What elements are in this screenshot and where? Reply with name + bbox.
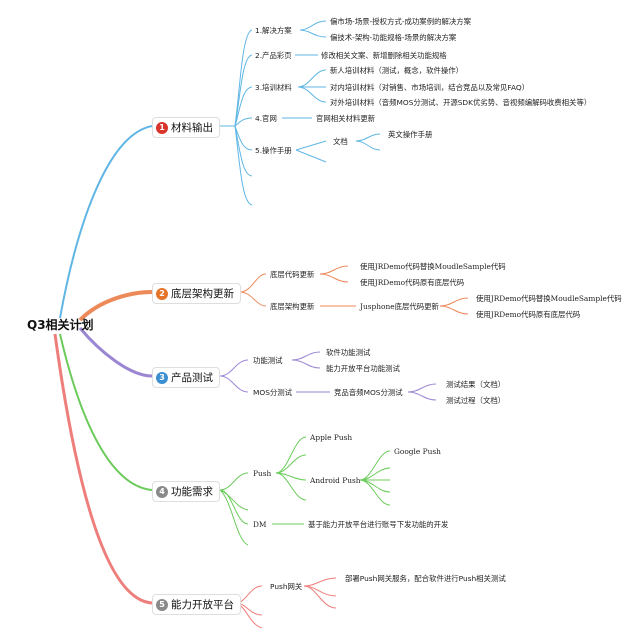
topic-base-code-original[interactable]: 使用JRDemo代码原有底层代码 xyxy=(360,278,465,287)
link-b1-1a xyxy=(299,20,327,31)
link-root-b1 xyxy=(59,125,153,319)
link-b1-2 xyxy=(234,54,253,127)
link-b2-1a xyxy=(319,265,349,275)
link-b1-5e1 xyxy=(295,149,327,163)
topic-solution-market[interactable]: 偏市场-场景-授权方式-成功案例的解决方案 xyxy=(330,17,472,26)
topic-solution[interactable]: 1.解决方案 xyxy=(255,26,292,35)
link-root-b5 xyxy=(53,333,153,605)
link-b1-5aa xyxy=(355,133,381,142)
link-b4-1a xyxy=(275,436,307,474)
branch-node-5[interactable]: 5 能力开放平台 xyxy=(152,594,241,615)
topic-base-code-replace[interactable]: 使用JRDemo代码替换MoudleSample代码 xyxy=(360,262,506,271)
link-root-b3 xyxy=(78,327,153,378)
topic-platform-test[interactable]: 能力开放平台功能测试 xyxy=(326,364,400,373)
topic-base-arch-update[interactable]: 底层架构更新 xyxy=(270,302,315,311)
branch-label-3: 产品测试 xyxy=(171,372,213,384)
topic-software-test[interactable]: 软件功能测试 xyxy=(326,348,371,357)
link-b4-1e1 xyxy=(275,454,307,474)
link-b4-1ba xyxy=(359,450,391,481)
number-badge-3: 3 xyxy=(156,371,168,384)
link-b4-1be4 xyxy=(359,479,391,506)
topic-brochure[interactable]: 2.产品彩页 xyxy=(255,51,292,60)
topic-website-update[interactable]: 官网相关材料更新 xyxy=(316,114,376,123)
topic-test-process[interactable]: 测试过程（文档） xyxy=(446,396,506,405)
link-b3-1 xyxy=(219,359,249,377)
topic-website[interactable]: 4.官网 xyxy=(255,114,277,123)
number-badge-1: 1 xyxy=(156,121,168,134)
link-root-b2 xyxy=(78,290,153,322)
root-topic[interactable]: Q3相关计划 xyxy=(27,318,94,332)
branch-node-4[interactable]: 4 功能需求 xyxy=(152,481,220,502)
branch-node-2[interactable]: 2 底层架构更新 xyxy=(152,283,241,304)
link-b1-3c xyxy=(297,86,327,103)
topic-jusphone-replace[interactable]: 使用JRDemo代码替换MoudleSample代码 xyxy=(476,294,622,303)
link-root-b4 xyxy=(59,333,153,491)
topic-push-gateway-deploy[interactable]: 部署Push网关服务，配合软件进行Push相关测试 xyxy=(345,574,506,583)
link-b4-1e2 xyxy=(275,472,307,501)
topic-manual-doc[interactable]: 文档 xyxy=(333,137,348,146)
link-b4-1be3 xyxy=(359,479,391,493)
link-b2-2 xyxy=(239,291,267,307)
link-b1-5 xyxy=(234,125,253,151)
branch-label-1: 材料输出 xyxy=(171,122,213,134)
topic-base-code-update[interactable]: 底层代码更新 xyxy=(270,270,315,279)
topic-training-external[interactable]: 对外培训材料（音频MOS分测试、开源SDK优劣势、音视频编解码收费相关等） xyxy=(330,98,592,107)
topic-brochure-edit[interactable]: 修改相关文案、新增删除相关功能规格 xyxy=(321,51,447,60)
topic-manual-english[interactable]: 英文操作手册 xyxy=(388,130,433,139)
topic-jusphone-update[interactable]: Jusphone底层代码更新 xyxy=(360,302,439,311)
topic-training-new[interactable]: 新人培训材料（测试，概念，软件操作） xyxy=(330,66,464,75)
link-b2-2ab xyxy=(439,305,469,315)
link-b1-5ab xyxy=(355,140,381,151)
link-b3-1a xyxy=(291,351,321,361)
topic-apple-push[interactable]: Apple Push xyxy=(310,433,353,442)
link-b2-2aa xyxy=(439,297,469,307)
topic-training[interactable]: 3.培训材料 xyxy=(255,83,292,92)
link-b3-2aa xyxy=(407,383,437,393)
topic-push[interactable]: Push xyxy=(253,469,272,478)
link-b2-1b xyxy=(319,273,349,283)
link-b1-1b xyxy=(299,29,327,38)
topic-jusphone-original[interactable]: 使用JRDemo代码原有底层代码 xyxy=(476,310,581,319)
link-b3-2ab xyxy=(407,391,437,401)
topic-dm[interactable]: DM xyxy=(253,520,267,529)
topic-solution-tech[interactable]: 偏技术-架构-功能规格-场景的解决方案 xyxy=(330,33,457,42)
branch-node-1[interactable]: 1 材料输出 xyxy=(152,117,220,138)
link-b1-4 xyxy=(234,117,253,127)
link-b1-3 xyxy=(234,86,253,127)
topic-manual[interactable]: 5.操作手册 xyxy=(255,146,292,155)
link-b3-2 xyxy=(219,375,249,393)
link-b3-1b xyxy=(291,359,321,369)
topic-push-gateway[interactable]: Push网关 xyxy=(270,582,303,591)
branch-label-2: 底层架构更新 xyxy=(171,288,234,300)
number-badge-4: 4 xyxy=(156,485,168,498)
link-b1-e2 xyxy=(234,125,253,206)
link-b4-1 xyxy=(219,472,249,491)
topic-mos-test[interactable]: MOS分测试 xyxy=(253,388,293,397)
link-b5-1e2 xyxy=(303,585,337,609)
link-b4-e2 xyxy=(219,489,249,546)
link-b1-3a xyxy=(297,69,327,88)
topic-function-test[interactable]: 功能测试 xyxy=(253,356,283,365)
branch-label-5: 能力开放平台 xyxy=(171,599,234,611)
branch-node-3[interactable]: 3 产品测试 xyxy=(152,367,220,388)
link-b1-5a xyxy=(295,140,327,151)
link-b2-1 xyxy=(239,273,267,293)
number-badge-5: 5 xyxy=(156,598,168,611)
link-b5-1a xyxy=(303,577,337,587)
topic-google-push[interactable]: Google Push xyxy=(394,447,441,456)
link-b4-e1 xyxy=(219,489,249,511)
topic-android-push[interactable]: Android Push xyxy=(310,476,361,485)
topic-test-result[interactable]: 测试结果（文档） xyxy=(446,380,506,389)
number-badge-2: 2 xyxy=(156,287,168,300)
branch-label-4: 功能需求 xyxy=(171,486,213,498)
topic-dm-account[interactable]: 基于能力开放平台进行账号下发功能的开发 xyxy=(308,520,449,529)
topic-training-internal[interactable]: 对内培训材料（对销售、市场培训，结合竞品以及常见FAQ） xyxy=(330,83,530,92)
topic-competitor-mos[interactable]: 竞品音频MOS分测试 xyxy=(334,388,403,397)
